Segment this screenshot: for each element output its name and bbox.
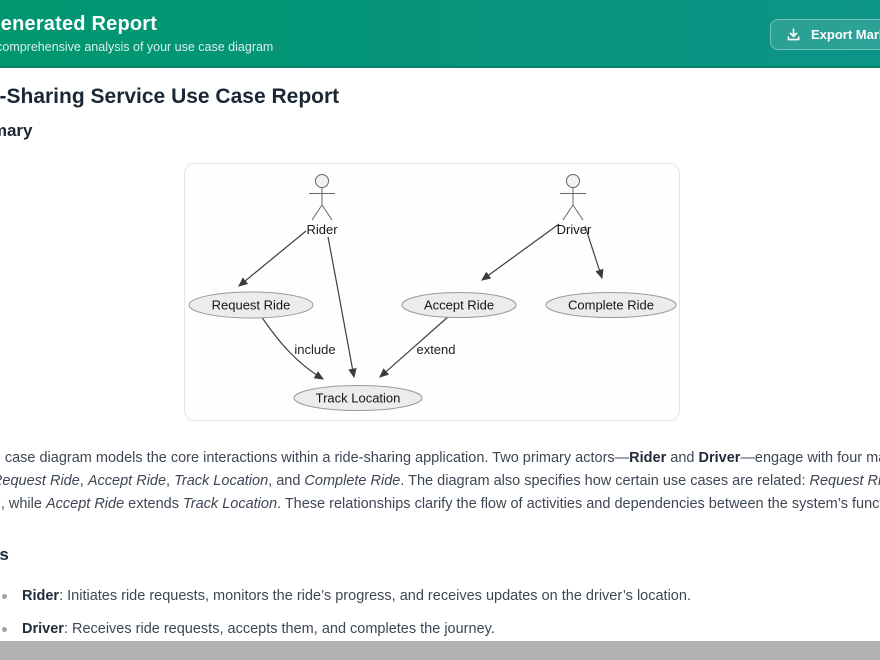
edge-label-include: include: [294, 342, 335, 357]
paragraph-line: cases: Request Ride, Accept Ride, Track …: [0, 470, 880, 493]
text-segment: and: [666, 450, 699, 466]
edge-rider-request-ride: [238, 230, 307, 287]
text-segment: —engage with four main use: [740, 450, 880, 466]
list-item: Driver: Receives ride requests, accepts …: [0, 621, 880, 637]
text-segment: Request Ride: [809, 473, 880, 489]
diagram-edges: [238, 223, 604, 380]
usecase-request-ride: Request Ride: [188, 291, 314, 319]
edge-rider-track-location: [327, 236, 357, 379]
page-title: Generated Report: [0, 13, 158, 35]
list-item: Rider: Initiates ride requests, monitors…: [0, 588, 880, 604]
edge-include: [260, 315, 325, 380]
usecase-request-ride-label: Request Ride: [212, 298, 291, 313]
actor-term: Rider: [22, 588, 60, 604]
text-segment: extends: [124, 496, 183, 512]
bullet-icon: [2, 594, 7, 599]
paragraph-line: This use case diagram models the core in…: [0, 447, 880, 470]
text-segment: ,: [79, 473, 88, 489]
use-case-diagram-card: Rider Driver Request Ride Accept Ride: [184, 163, 680, 421]
actor-term: Driver: [22, 621, 64, 637]
text-segment: , while: [0, 496, 46, 512]
report-title: Ride-Sharing Service Use Case Report: [0, 85, 340, 108]
text-segment: Complete Ride: [304, 473, 401, 489]
download-icon: [786, 27, 801, 42]
usecase-accept-ride-label: Accept Ride: [424, 298, 494, 313]
usecase-complete-ride: Complete Ride: [545, 292, 677, 318]
actors-list: Rider: Initiates ride requests, monitors…: [0, 583, 880, 654]
bullet-icon: [2, 627, 7, 632]
usecase-accept-ride: Accept Ride: [401, 292, 517, 318]
text-segment: Location: [0, 496, 1, 512]
text-segment: , and: [268, 473, 305, 489]
actor-description: : Receives ride requests, accepts them, …: [63, 621, 495, 637]
actor-driver: [560, 174, 586, 221]
summary-heading: Summary: [0, 121, 33, 140]
bottom-bar: [0, 641, 880, 660]
usecase-complete-ride-label: Complete Ride: [568, 298, 654, 313]
usecase-track-location-label: Track Location: [316, 391, 401, 406]
summary-paragraph: This use case diagram models the core in…: [0, 447, 880, 516]
text-segment: ,: [166, 473, 175, 489]
text-segment: Track Location: [183, 496, 278, 512]
text-segment: Request Ride: [0, 473, 80, 489]
paragraph-line: Location, while Accept Ride extends Trac…: [0, 493, 880, 516]
actor-rider: [309, 174, 335, 221]
edge-extend: [379, 315, 450, 378]
actor-rider-label: Rider: [306, 222, 338, 237]
actor-driver-label: Driver: [557, 222, 592, 237]
export-markdown-button[interactable]: Export Markdown: [770, 19, 880, 50]
edge-driver-accept-ride: [481, 223, 560, 281]
text-segment: Accept Ride: [87, 473, 167, 489]
actors-heading: Actors: [0, 545, 9, 564]
text-segment: Driver: [698, 450, 741, 466]
text-segment: Rider: [629, 450, 667, 466]
text-segment: Track Location: [174, 473, 269, 489]
text-segment: Accept Ride: [45, 496, 125, 512]
export-button-label: Export Markdown: [811, 27, 880, 42]
use-case-diagram: Rider Driver Request Ride Accept Ride: [188, 174, 677, 411]
edge-label-extend: extend: [416, 342, 455, 357]
actor-description: : Initiates ride requests, monitors the …: [59, 588, 691, 604]
page-subtitle: A comprehensive analysis of your use cas…: [0, 40, 274, 54]
app-header: Generated Report A comprehensive analysi…: [0, 0, 880, 68]
edge-driver-complete-ride: [584, 225, 604, 280]
text-segment: . The diagram also specifies how certain…: [400, 473, 810, 489]
text-segment: This use case diagram models the core in…: [0, 450, 630, 466]
text-segment: . These relationships clarify the flow o…: [277, 496, 880, 512]
usecase-track-location: Track Location: [293, 385, 423, 411]
